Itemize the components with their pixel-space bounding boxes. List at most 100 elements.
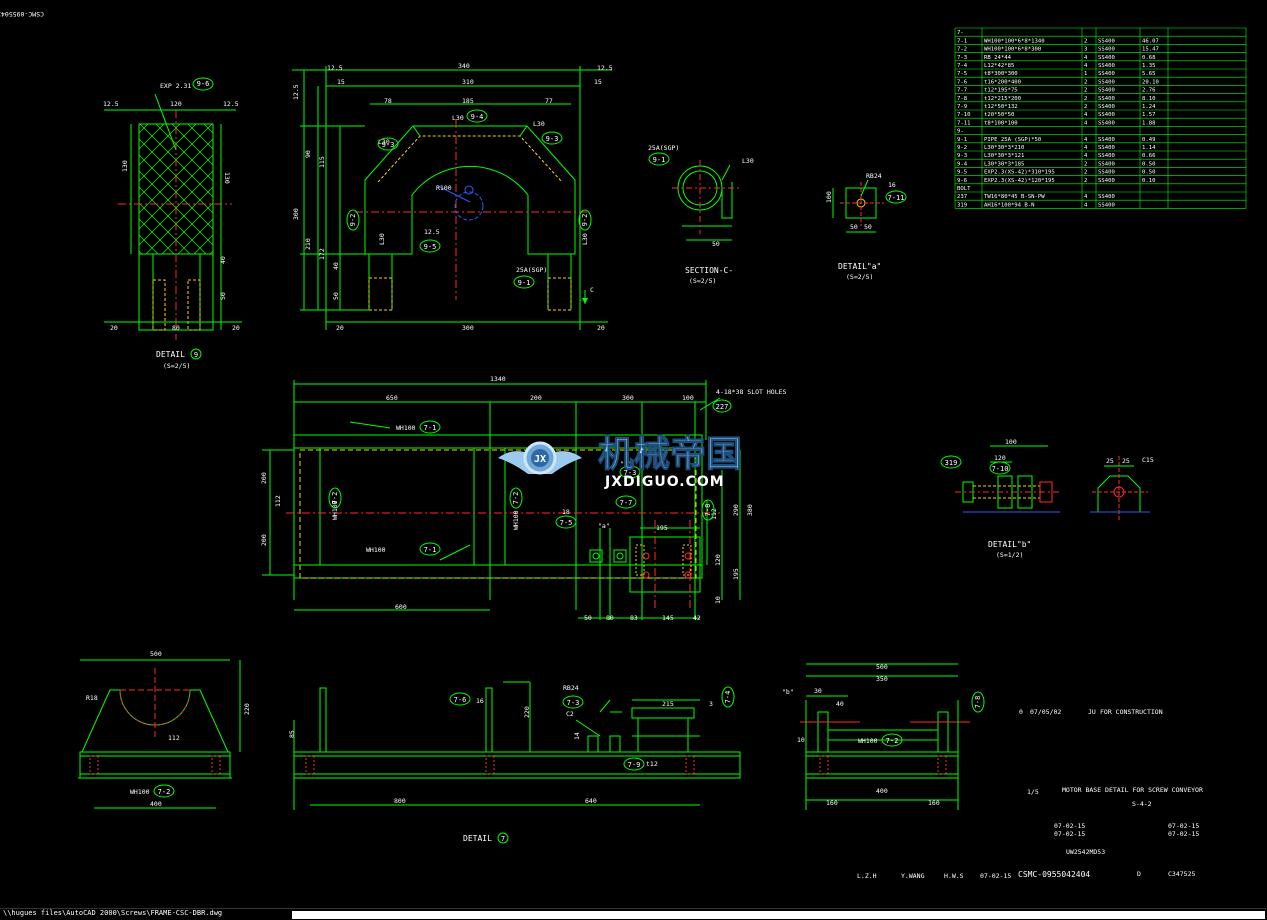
rev-letter: D [1137,870,1141,878]
dim: 12.5 [327,64,343,72]
table-cell: t20*50*50 [984,112,1014,118]
tag-7-5: 7-5 [560,519,573,527]
table-cell: 7-6 [957,79,967,85]
table-cell: L30*30*3*121 [984,153,1024,159]
dim: 160 [928,799,940,807]
table-cell: 9-1 [957,137,967,143]
table-cell: SS400 [1098,88,1115,94]
tag-9-2: 9-2 [349,214,357,227]
dim: 100 [825,191,833,203]
tag-7-4: 7-4 [724,691,732,704]
dim: 195 [732,568,740,580]
table-cell: SS400 [1098,104,1115,110]
checked-by: Y.WANG [901,872,925,880]
side-view [800,663,970,810]
plan-label: WH100 [366,546,386,554]
table-cell: 3 [1084,47,1087,53]
table-cell: t8*300*300 [984,71,1018,77]
tag-7-1: 7-1 [424,424,437,432]
dim: 400 [876,787,888,795]
command-field[interactable] [292,911,1265,919]
dim: 100 [682,394,694,402]
sheet-number: S-4-2 [1132,800,1152,808]
file-path: \\hugues files\AutoCAD 2000\Screws\FRAME… [3,909,223,917]
dim: 80 [172,324,180,332]
tag-9-1: 9-1 [518,279,531,287]
dim: 310 [462,78,474,86]
dim: 77 [545,97,553,105]
table-cell: WH100*100*6*8*300 [984,47,1041,53]
dim: 200 [260,472,268,484]
dim: 14 [573,732,581,740]
dim: "b" [782,688,794,696]
table-cell: 1.35 [1142,63,1155,69]
table-cell: 4 [1084,153,1088,159]
table-cell: 8.10 [1142,96,1155,102]
table-cell: 5.65 [1142,71,1155,77]
dim: 500 [150,650,162,658]
table-cell: 2 [1084,178,1087,184]
table-cell: 9-6 [957,178,967,184]
table-cell: 4 [1084,194,1088,200]
section-c-title: SECTION-C- [685,266,733,275]
table-cell: t12*195*75 [984,88,1018,94]
rev-by: JU [1088,708,1096,716]
elevation-title: DETAIL [463,834,492,843]
dim: 300 [622,394,634,402]
table-cell: SS400 [1098,153,1115,159]
detail-9-title: DETAIL [156,350,185,359]
dim: 78 [384,97,392,105]
table-cell: L30*30*3*210 [984,145,1024,151]
status-bar: \\hugues files\AutoCAD 2000\Screws\FRAME… [0,908,1267,920]
dim: 20 [110,324,118,332]
table-cell: BOLT [957,186,971,192]
dim: 115 [318,156,326,168]
table-cell: 0.50 [1142,161,1155,167]
dim: 400 [150,800,162,808]
dim: 30 [814,687,822,695]
dim: 120 [714,554,722,566]
table-cell: 2.76 [1142,88,1155,94]
detail-9-dim: EXP 2.31 [160,82,191,90]
rev-number: 0 [1019,708,1023,716]
table-cell: 20.10 [1142,79,1159,85]
dim: 15 [337,78,345,86]
tag-7-1: 7-1 [424,546,437,554]
dim: 120 [994,454,1006,462]
dim: 20 [232,324,240,332]
table-cell: SS400 [1098,202,1115,208]
table-cell: SS400 [1098,170,1115,176]
table-cell: SS400 [1098,38,1115,44]
dim: L30 [378,138,390,146]
tag-7-8: 7-8 [974,696,982,709]
table-cell: 4 [1084,112,1088,118]
table-cell: TW16*80*45 B-SN-PW [984,194,1045,200]
table-cell: 1.57 [1142,112,1155,118]
table-cell: 2 [1084,170,1087,176]
table-cell: t8*100*100 [984,120,1018,126]
watermark-brand: 机械帝国 [598,434,742,475]
code-number: C347525 [1168,870,1195,878]
dim: 215 [662,700,674,708]
tag-9-1: 9-1 [653,156,666,164]
table-cell: 7-2 [957,47,967,53]
tag-9-5: 9-5 [424,243,437,251]
table-cell: SS400 [1098,96,1115,102]
watermark: JX 机械帝国 JXDIGUO.COM [498,434,743,490]
tag-7-3: 7-3 [624,469,637,477]
dim: 50 [850,223,858,231]
dim: RB24 [563,684,579,692]
dim: 15 [594,78,602,86]
dim: 200 [260,534,268,546]
tag-7-10: 7-10 [992,465,1009,473]
date: 07-02-15 [1168,822,1199,830]
tag-7-2: 7-2 [331,492,339,505]
dim: 16 [476,697,484,705]
table-cell: SS400 [1098,178,1115,184]
plan-label: "a" [598,522,610,530]
tag-9-3: 9-3 [382,141,395,149]
dim: 290 [732,504,740,516]
table-cell: 0.50 [1142,170,1155,176]
